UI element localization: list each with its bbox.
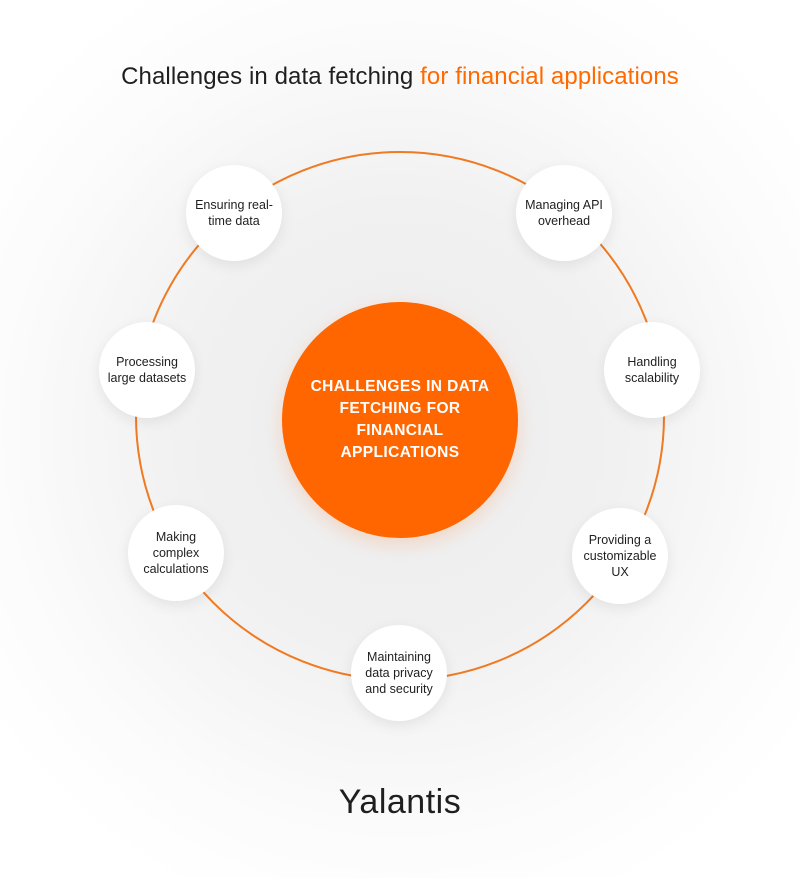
- node-label: Making complex calculations: [143, 530, 209, 576]
- node-label: Processing large datasets: [107, 355, 187, 385]
- node-processing-large-datasets: Processing large datasets: [99, 322, 195, 418]
- title-main: Challenges in data fetching: [121, 63, 421, 90]
- logo: Yalantis: [338, 783, 462, 821]
- node-managing-api-overhead: Managing API overhead: [516, 165, 612, 261]
- node-handling-scalability: Handling scalability: [604, 322, 700, 418]
- node-providing-customizable-ux: Providing a customizable UX: [572, 508, 668, 604]
- node-label: Maintaining data privacy and security: [365, 650, 433, 696]
- hub-label: CHALLENGES IN DATA FETCHING FOR FINANCIA…: [310, 378, 490, 461]
- title-accent: for financial applications: [420, 63, 679, 90]
- node-label: Managing API overhead: [525, 198, 603, 228]
- node-ensuring-real-time-data: Ensuring real-time data: [186, 165, 282, 261]
- page-title: Challenges in data fetching for financia…: [0, 60, 800, 94]
- node-label: Handling scalability: [624, 355, 680, 385]
- node-making-complex-calculations: Making complex calculations: [128, 505, 224, 601]
- node-label: Providing a customizable UX: [583, 533, 657, 579]
- node-maintaining-data-privacy: Maintaining data privacy and security: [351, 625, 447, 721]
- node-label: Ensuring real-time data: [195, 198, 273, 228]
- central-hub: CHALLENGES IN DATA FETCHING FOR FINANCIA…: [282, 302, 518, 538]
